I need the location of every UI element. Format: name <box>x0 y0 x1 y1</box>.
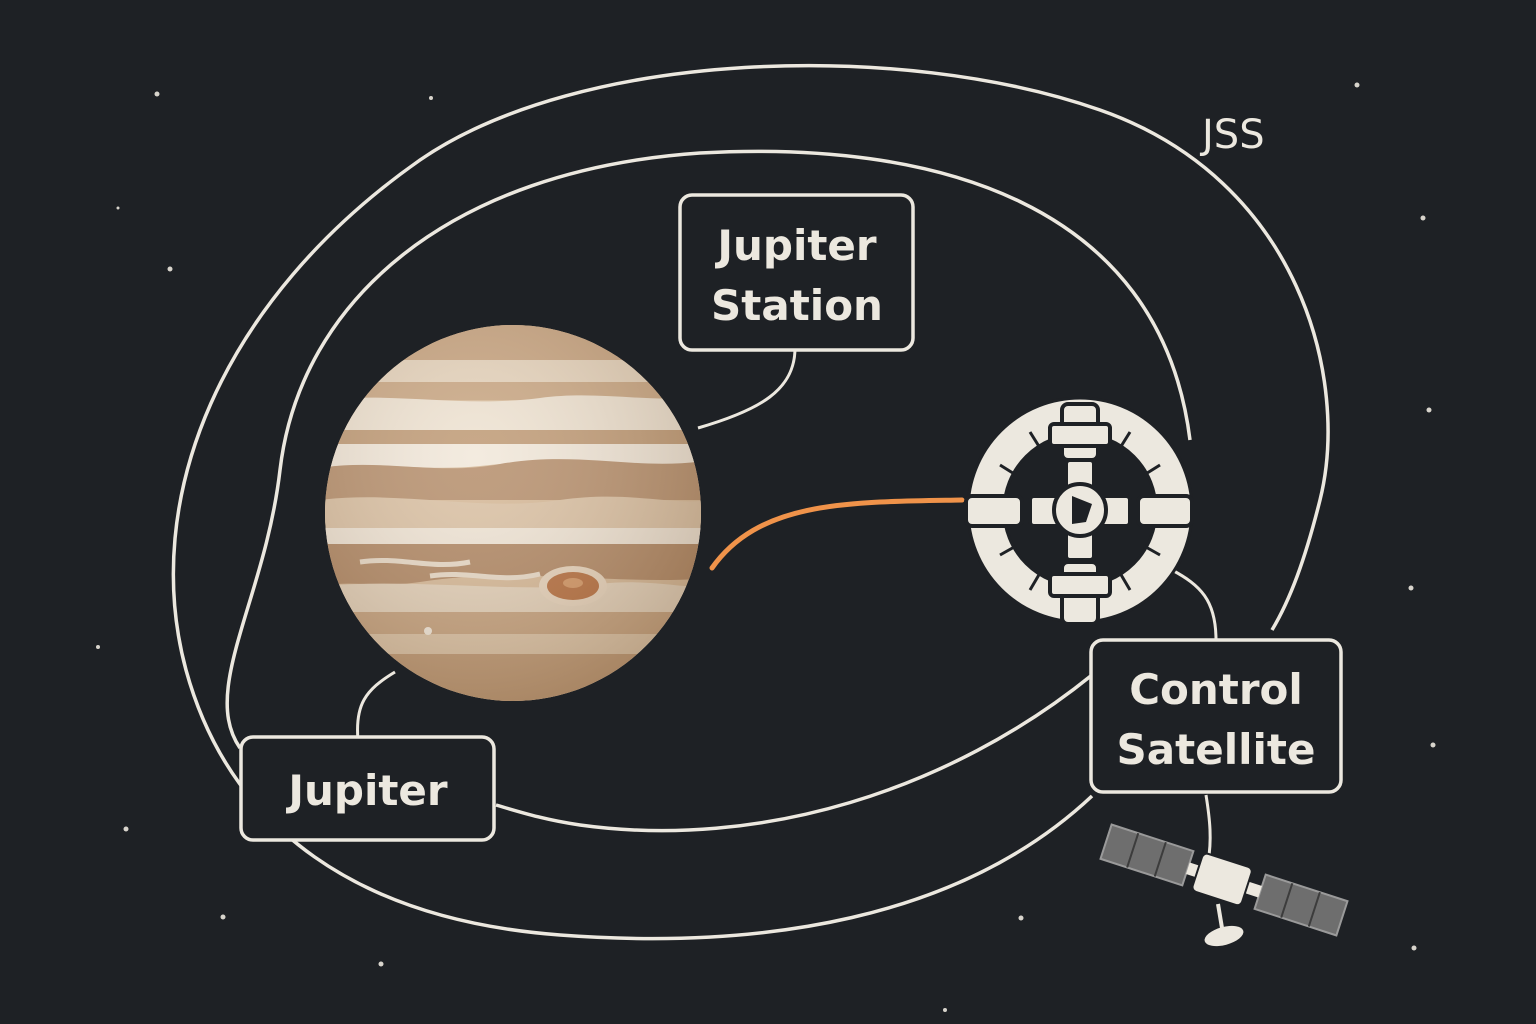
jupiter-station-label: Jupiter Station <box>678 193 915 352</box>
satellite-icon <box>1099 823 1349 947</box>
link-arrow <box>709 497 965 571</box>
star-icon <box>429 96 433 100</box>
star-icon <box>116 206 120 210</box>
star-icon <box>1411 945 1417 951</box>
star-icon <box>154 91 160 97</box>
star-icon <box>1354 82 1360 88</box>
leader-line-jupiter-label <box>355 670 396 741</box>
star-field <box>96 82 1436 1012</box>
jupiter-station-label-line1: Jupiter <box>714 221 877 270</box>
inner-orbit <box>225 149 1192 749</box>
jupiter-label-text: Jupiter <box>285 766 448 815</box>
star-icon <box>1018 915 1024 921</box>
planet-jupiter-icon <box>325 325 701 701</box>
star-icon <box>378 961 384 967</box>
star-icon <box>1430 742 1436 748</box>
space-station-icon <box>964 396 1194 626</box>
outer-orbit <box>171 63 1330 941</box>
leader-line-control-station <box>1171 568 1218 641</box>
control-satellite-label-line1: Control <box>1129 665 1303 714</box>
control-satellite-label-line2: Satellite <box>1117 725 1316 774</box>
control-satellite-label: Control Satellite <box>1089 638 1343 794</box>
star-icon <box>1420 215 1426 221</box>
star-icon <box>943 1008 947 1012</box>
star-icon <box>1408 585 1414 591</box>
inner-orbit-lower <box>495 673 1094 833</box>
jupiter-station-label-line2: Station <box>711 281 883 330</box>
star-icon <box>96 645 100 649</box>
leader-line-control-satellite <box>1204 794 1212 863</box>
star-icon <box>167 266 173 272</box>
star-icon <box>123 826 129 832</box>
orbit-system-label: JSS <box>1199 112 1265 158</box>
jupiter-label: Jupiter <box>239 735 496 842</box>
leader-line-station-label <box>697 347 797 430</box>
star-icon <box>220 914 226 920</box>
star-icon <box>1426 407 1432 413</box>
